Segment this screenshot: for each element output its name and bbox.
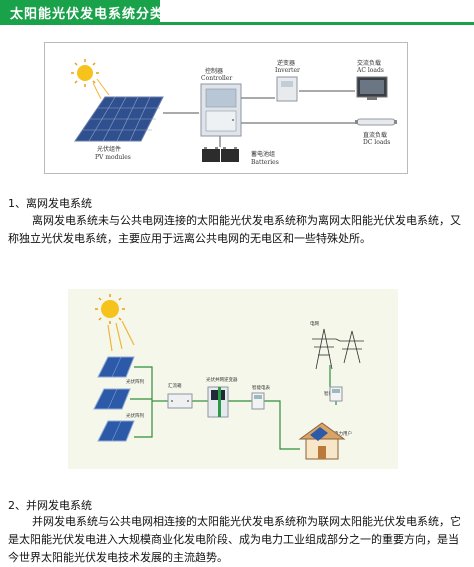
section2-text: 并网发电系统与公共电网相连接的太阳能光伏发电系统称为联网太阳能光伏发电系统，它是… (8, 515, 461, 564)
meter1-label: 智能电表 (252, 384, 270, 391)
combiner-box-icon (167, 393, 193, 409)
house-icon (298, 422, 346, 460)
pv-label-en: PV modules (95, 154, 131, 161)
offgrid-diagram: 光伏组件 PV modules 控制器 Controller 蓄电池组 Batt… (44, 42, 408, 174)
section1-text: 离网发电系统未与公共电网连接的太阳能光伏发电系统称为离网太阳能光伏发电系统，又称… (8, 214, 461, 245)
batteries-icon (202, 147, 239, 162)
grid-inverter-label: 光伏并网逆变器 (206, 376, 238, 383)
inverter-label-en: Inverter (275, 67, 300, 74)
controller-label-en: Controller (201, 75, 232, 82)
pv-array-middle-icon (93, 388, 131, 410)
sun-icon (71, 59, 99, 87)
controller-cabinet-icon (200, 83, 242, 137)
page-title: 太阳能光伏发电系统分类 (10, 7, 165, 22)
section2-heading: 2、并网发电系统 (8, 499, 92, 512)
pv-array-bottom-icon (97, 420, 135, 442)
pv-array-label-2: 光伏阵列 (126, 412, 144, 419)
pv-modules-icon (74, 96, 164, 142)
smart-meter-icon (251, 392, 265, 410)
transmission-tower-icon (312, 328, 364, 370)
light-rays (92, 78, 110, 100)
ac-label-en: AC loads (356, 67, 384, 74)
tube-lamp-icon (355, 118, 397, 126)
grid-diagram: 光伏阵列 光伏阵列 汇流箱 光伏并网逆变器 智能电表 (68, 289, 398, 469)
battery-label-en: Batteries (251, 159, 279, 166)
inverter-icon (276, 76, 298, 102)
battery-label-cn: 蓄电池组 (251, 150, 275, 158)
grid-label: 电网 (310, 320, 319, 327)
light-rays (107, 320, 135, 352)
section1-heading: 1、离网发电系统 (8, 197, 92, 210)
title-bar: 太阳能光伏发电系统分类 (0, 0, 474, 27)
pv-label-cn: 光伏组件 (97, 145, 121, 153)
title-tab (0, 0, 160, 22)
grid-inverter-icon (207, 386, 229, 418)
pv-array-top-icon (97, 356, 135, 378)
title-underline (0, 22, 474, 25)
pv-array-label-1: 光伏阵列 (126, 378, 144, 385)
inverter-label-cn: 逆变器 (277, 59, 295, 67)
controller-label-cn: 控制器 (205, 67, 223, 75)
combiner-label: 汇流箱 (168, 382, 182, 389)
dc-label-en: DC loads (363, 139, 390, 146)
smart-meter-icon (329, 386, 343, 402)
ac-label-cn: 交流负载 (357, 59, 381, 67)
tv-icon (356, 76, 388, 100)
dc-label-cn: 直流负载 (363, 131, 387, 139)
user-label: 电力用户 (334, 430, 352, 437)
grid-diagram-svg: 光伏阵列 光伏阵列 汇流箱 光伏并网逆变器 智能电表 (93, 294, 364, 460)
sun-icon (95, 294, 125, 324)
offgrid-diagram-svg: 光伏组件 PV modules 控制器 Controller 蓄电池组 Batt… (71, 59, 397, 166)
connection-lines (163, 90, 355, 147)
wiring-lines (130, 365, 337, 450)
